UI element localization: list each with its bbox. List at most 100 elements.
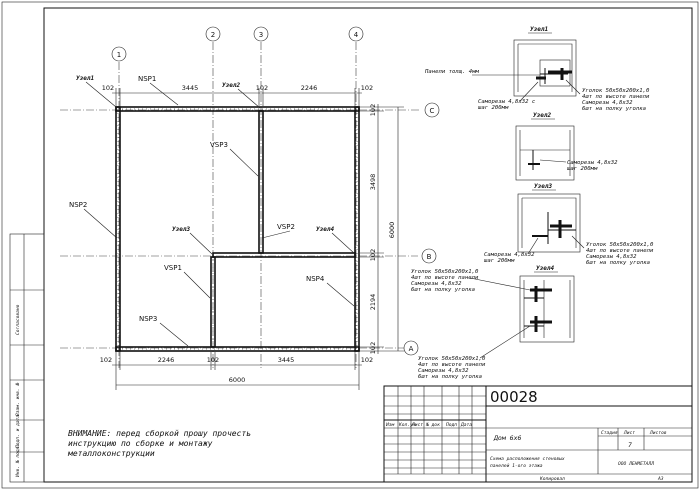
svg-text:инструкцию по сборке и монтажу: инструкцию по сборке и монтажу xyxy=(68,438,213,448)
svg-text:Саморезы 4,8х32: Саморезы 4,8х32 xyxy=(582,100,633,106)
svg-text:102: 102 xyxy=(369,249,377,261)
svg-text:4шт по высоте панели: 4шт по высоте панели xyxy=(582,94,650,100)
svg-text:шаг 200мм: шаг 200мм xyxy=(484,258,515,264)
tb-col-date: Дата xyxy=(460,422,472,428)
panel-label-nsp1: NSP1 xyxy=(138,75,179,106)
floor-plan xyxy=(115,106,360,352)
svg-text:Узел3: Узел3 xyxy=(534,183,552,190)
tb-sheets-header: Листов xyxy=(649,430,667,436)
tb-sheet-number: 7 xyxy=(628,441,632,449)
axis-bubble-b: B xyxy=(421,248,437,264)
dimension-right: 102 3498 102 2194 102 6000 xyxy=(360,104,404,354)
stamp-sign-date: Подп. и дата xyxy=(15,415,21,449)
tb-sheet-header: Лист xyxy=(623,430,635,436)
svg-text:102: 102 xyxy=(361,84,373,92)
wall-inner-horizontal xyxy=(212,252,356,258)
axis-bubble-4: 4 xyxy=(348,26,364,42)
wall-inner-lower xyxy=(210,256,216,348)
svg-text:4шт по высоте панели: 4шт по высоте панели xyxy=(586,248,654,254)
svg-text:3445: 3445 xyxy=(278,356,295,364)
svg-text:VSP1: VSP1 xyxy=(164,264,182,272)
svg-text:102: 102 xyxy=(207,356,219,364)
panel-label-nsp3: NSP3 xyxy=(139,315,189,347)
detail-node-3: Узел3 Саморезы 4,8х32 шаг 200мм Уголок 5… xyxy=(484,183,654,266)
svg-text:Узел2: Узел2 xyxy=(533,112,551,119)
tb-stage-header: Стадия xyxy=(601,430,618,436)
svg-text:102: 102 xyxy=(361,356,373,364)
svg-text:металлоконструкции: металлоконструкции xyxy=(67,449,155,458)
svg-text:4: 4 xyxy=(354,31,359,39)
svg-text:Саморезы 4,8х32: Саморезы 4,8х32 xyxy=(411,281,462,287)
svg-text:Узел1: Узел1 xyxy=(530,26,548,33)
svg-text:шаг 200мм: шаг 200мм xyxy=(567,166,598,172)
tb-doc-number: 00028 xyxy=(490,388,538,406)
svg-text:102: 102 xyxy=(369,104,377,116)
svg-text:A: A xyxy=(409,345,414,353)
tb-col-sheet: Лист xyxy=(411,422,423,428)
svg-text:4шт по высоте панели: 4шт по высоте панели xyxy=(411,275,479,281)
svg-text:2194: 2194 xyxy=(369,294,377,311)
tb-col-doc: № док xyxy=(425,422,440,428)
svg-text:шаг 200мм: шаг 200мм xyxy=(478,105,509,111)
dimension-bottom: 102 2246 102 3445 102 6000 xyxy=(100,352,373,390)
axis-bubble-3: 3 xyxy=(253,26,269,42)
node-marker-1: Узел1 xyxy=(76,75,117,108)
tb-project-name: Дом 6х6 xyxy=(493,434,521,442)
svg-text:VSP3: VSP3 xyxy=(210,141,228,149)
svg-text:NSP1: NSP1 xyxy=(138,75,156,83)
svg-text:6шт на полку уголка: 6шт на полку уголка xyxy=(586,260,650,266)
warning-note: ВНИМАНИЕ: перед сборкой прошу прочесть и… xyxy=(67,428,251,458)
svg-text:Уголок 50х50х200х1,0: Уголок 50х50х200х1,0 xyxy=(418,356,486,362)
tb-sheet-title-2: панелей 1-ого этажа xyxy=(490,463,543,469)
svg-text:Саморезы 4,8х32: Саморезы 4,8х32 xyxy=(418,368,469,374)
detail-node-1: Узел1 Панели толщ. 4мм Саморезы 4,8х32 с… xyxy=(424,26,650,112)
svg-text:3: 3 xyxy=(259,31,263,39)
panel-label-vsp2: VSP2 xyxy=(261,223,295,239)
svg-text:Узел3: Узел3 xyxy=(172,226,190,233)
node-marker-4: Узел4 xyxy=(316,226,356,255)
axis-bubble-1: 1 xyxy=(111,46,127,62)
svg-text:102: 102 xyxy=(369,342,377,354)
svg-text:NSP4: NSP4 xyxy=(306,275,325,283)
svg-text:102: 102 xyxy=(256,84,268,92)
svg-text:2: 2 xyxy=(211,31,215,39)
detail-node-2: Узел2 Саморезы 4,8х32 шаг 200мм xyxy=(515,112,618,181)
title-block: Изм Кол.уч Лист № док Подп Дата 00028 До… xyxy=(383,385,693,483)
svg-text:C: C xyxy=(430,107,435,115)
dimension-top: 102 3445 102 2246 102 xyxy=(102,84,373,106)
svg-text:B: B xyxy=(427,253,432,261)
stamp-replace-inv: Взам. инв. № xyxy=(15,383,21,416)
panel-label-vsp3: VSP3 xyxy=(210,141,259,177)
svg-text:Панели толщ. 4мм: Панели толщ. 4мм xyxy=(424,69,480,75)
tb-copied: Копировал xyxy=(539,476,565,482)
axis-bubble-c: C xyxy=(424,102,440,118)
svg-text:6000: 6000 xyxy=(229,376,246,384)
svg-text:3445: 3445 xyxy=(182,84,199,92)
svg-text:NSP2: NSP2 xyxy=(69,201,87,209)
stamp-inv-orig: Инв. № подл. xyxy=(15,444,21,478)
svg-text:VSP2: VSP2 xyxy=(277,223,295,231)
svg-text:Уголок 50х50х200х1,0: Уголок 50х50х200х1,0 xyxy=(582,88,650,94)
svg-text:2246: 2246 xyxy=(158,356,175,364)
svg-text:Узел2: Узел2 xyxy=(222,82,240,89)
svg-text:6шт на полку уголка: 6шт на полку уголка xyxy=(582,106,646,112)
svg-text:4шт по высоте панели: 4шт по высоте панели xyxy=(418,362,486,368)
tb-sheet-title-1: Схема расположения стеновых xyxy=(490,456,565,462)
tb-col-change: Изм xyxy=(385,422,395,428)
svg-text:102: 102 xyxy=(100,356,112,364)
svg-text:Саморезы 4,8х32: Саморезы 4,8х32 xyxy=(484,252,535,258)
svg-text:Узел1: Узел1 xyxy=(76,75,94,82)
tb-col-sign: Подп xyxy=(445,422,457,428)
wall-right xyxy=(354,106,360,352)
axis-bubble-2: 2 xyxy=(205,26,221,42)
svg-text:Саморезы 4,8х32: Саморезы 4,8х32 xyxy=(586,254,637,260)
tb-format: А3 xyxy=(657,476,664,482)
svg-text:3498: 3498 xyxy=(369,174,377,191)
svg-text:1: 1 xyxy=(117,51,121,59)
node-marker-3: Узел3 xyxy=(172,226,213,255)
svg-text:NSP3: NSP3 xyxy=(139,315,157,323)
panel-label-vsp1: VSP1 xyxy=(164,264,211,299)
wall-left xyxy=(115,106,121,352)
